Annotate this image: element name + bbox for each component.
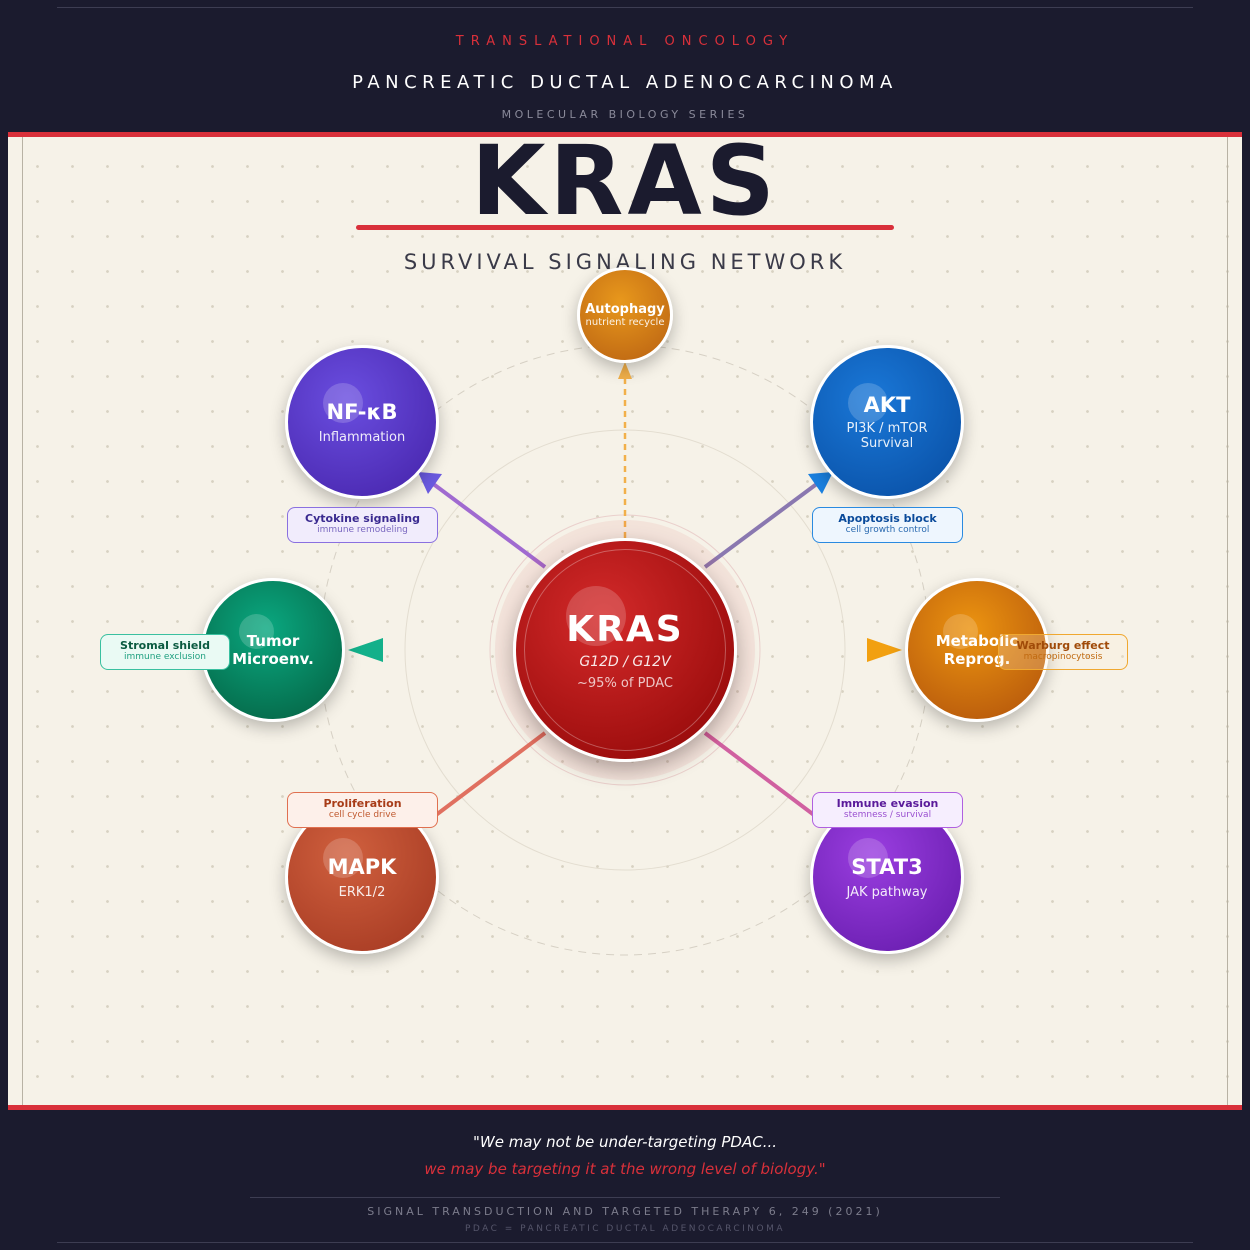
node-kras[interactable]: KRAS G12D / G12V ~95% of PDAC xyxy=(513,538,737,762)
tag-sub: immune remodeling xyxy=(317,525,408,535)
node-metabolic[interactable]: Metabolic Reprog. xyxy=(905,578,1049,722)
tag-title: Cytokine signaling xyxy=(305,512,420,525)
nfkb-sub: Inflammation xyxy=(318,429,406,445)
tag-sub: macropinocytosis xyxy=(1023,652,1103,662)
orbit-ring xyxy=(404,429,846,871)
arrowhead xyxy=(808,472,833,494)
gene-title: KRAS xyxy=(471,125,779,237)
connector-akt xyxy=(703,481,820,569)
red-divider xyxy=(8,1105,1242,1110)
tag-title: Proliferation xyxy=(323,797,402,810)
tag-proliferation: Proliferation cell cycle drive xyxy=(287,792,438,828)
quote-line1: "We may not be under-targeting PDAC... xyxy=(472,1133,778,1151)
stat3-sub: JAK pathway xyxy=(846,884,928,900)
kras-title: KRAS xyxy=(566,609,684,650)
border xyxy=(22,137,23,1105)
mapk-title: MAPK xyxy=(327,854,397,879)
akt-title: AKT xyxy=(863,393,911,417)
mapk-sub: ERK1/2 xyxy=(338,884,386,900)
tag-sub: cell cycle drive xyxy=(328,810,397,820)
tag-title: Warburg effect xyxy=(1016,639,1110,652)
tag-title: Stromal shield xyxy=(120,639,210,652)
autophagy-title: Autophagy xyxy=(585,302,665,317)
tag-stromal: Stromal shield immune exclusion xyxy=(100,634,230,670)
tag-title: Immune evasion xyxy=(836,797,939,810)
metabolic-title2: Reprog. xyxy=(943,650,1011,668)
divider xyxy=(57,1242,1193,1243)
kras-prevalence: ~95% of PDAC xyxy=(577,676,673,691)
connector-mapk xyxy=(430,731,547,820)
title-underline xyxy=(356,225,894,230)
connector-nfkb xyxy=(430,481,547,569)
node-nfkb[interactable]: NF-κB Inflammation xyxy=(285,345,439,499)
akt-sub2: Survival xyxy=(860,436,914,451)
tme-title2: Microenv. xyxy=(232,650,314,668)
tag-warburg: Warburg effect macropinocytosis xyxy=(998,634,1128,670)
citation: SIGNAL TRANSDUCTION AND TARGETED THERAPY… xyxy=(367,1205,883,1218)
tme-title: Tumor xyxy=(246,632,300,650)
tag-apoptosis: Apoptosis block cell growth control xyxy=(812,507,963,543)
node-akt[interactable]: AKT PI3K / mTOR Survival xyxy=(810,345,964,499)
autophagy-sub: nutrient recycle xyxy=(585,317,665,328)
border xyxy=(1227,137,1228,1105)
arrowhead xyxy=(618,362,632,379)
akt-sub: PI3K / mTOR xyxy=(846,421,928,436)
arrowhead-tme xyxy=(348,638,383,662)
arrowhead xyxy=(418,472,442,494)
stat3-title: STAT3 xyxy=(851,854,923,879)
arrowhead-metabolic xyxy=(867,638,902,662)
quote-line2: we may be targeting it at the wrong leve… xyxy=(424,1160,826,1178)
header-title: PANCREATIC DUCTAL ADENOCARCINOMA xyxy=(352,72,898,93)
tag-sub: stemness / survival xyxy=(843,810,932,820)
kras-mutations: G12D / G12V xyxy=(579,654,671,670)
tag-sub: cell growth control xyxy=(845,525,930,535)
nfkb-title: NF-κB xyxy=(326,399,398,424)
tag-cytokine: Cytokine signaling immune remodeling xyxy=(287,507,438,543)
node-autophagy[interactable]: Autophagy nutrient recycle xyxy=(577,267,673,363)
tag-immune-evasion: Immune evasion stemness / survival xyxy=(812,792,963,828)
abbreviation: PDAC = PANCREATIC DUCTAL ADENOCARCINOMA xyxy=(464,1224,786,1234)
red-divider xyxy=(8,132,1242,137)
kicker: TRANSLATIONAL ONCOLOGY xyxy=(455,34,795,49)
series-label: MOLECULAR BIOLOGY SERIES xyxy=(501,108,749,121)
tag-sub: immune exclusion xyxy=(124,652,206,662)
metabolic-title: Metabolic xyxy=(935,632,1019,650)
tag-title: Apoptosis block xyxy=(838,512,937,525)
connector-stat3 xyxy=(703,731,820,820)
divider xyxy=(57,7,1193,8)
divider xyxy=(250,1197,1000,1198)
